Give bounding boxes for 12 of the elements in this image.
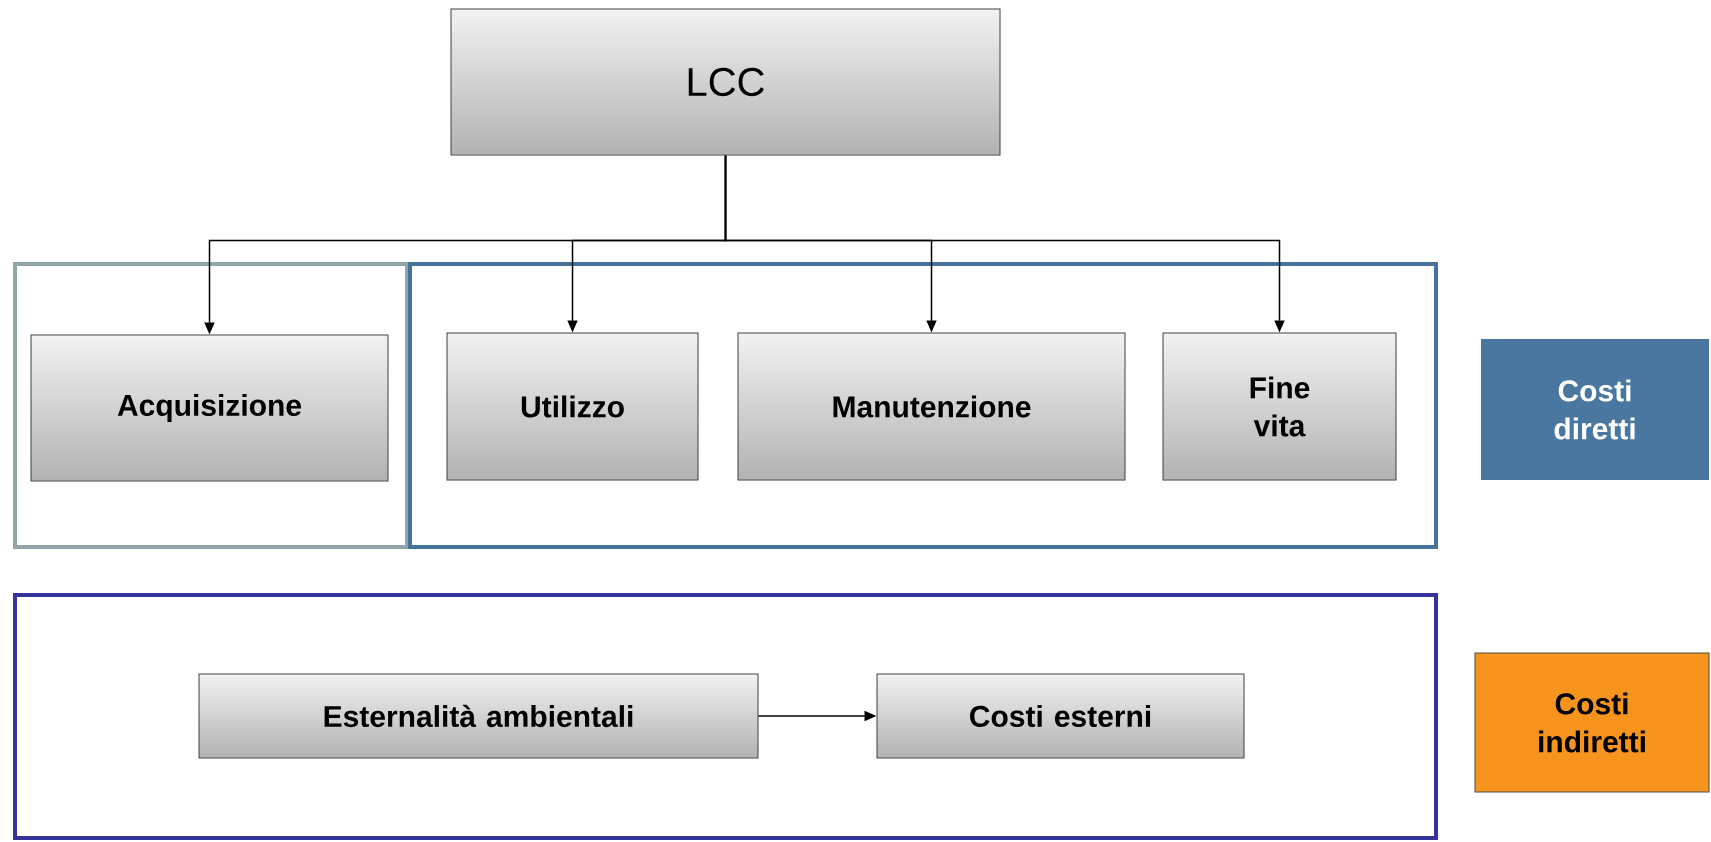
process-box: Fine vita [1162, 332, 1397, 481]
process-box: Acquisizione [30, 334, 389, 482]
process-box: Esternalità ambientali [198, 673, 759, 759]
group-frame [13, 593, 1438, 840]
process-box: Manutenzione [737, 332, 1126, 481]
group-frame [13, 262, 409, 549]
process-box: Utilizzo [446, 332, 699, 481]
root-box: LCC [450, 8, 1001, 156]
category-box: Costi diretti [1481, 339, 1709, 480]
group-frame [408, 262, 1438, 549]
category-box: Costi indiretti [1474, 652, 1710, 793]
process-box: Costi esterni [876, 673, 1245, 759]
